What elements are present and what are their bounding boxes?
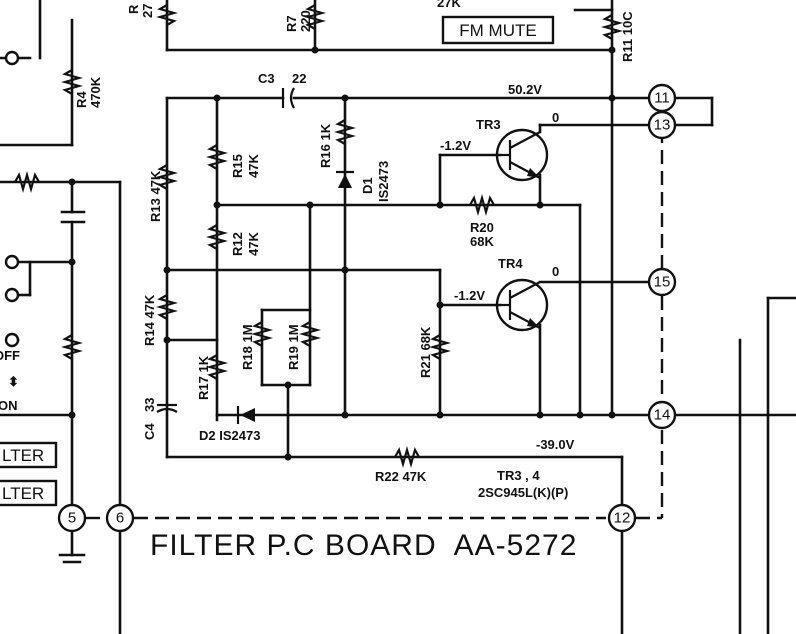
terminal-12: 12 <box>607 503 637 533</box>
svg-text:11: 11 <box>654 90 670 107</box>
r12-value: 47K <box>246 232 261 256</box>
d2-label: D2 IS2473 <box>199 428 260 443</box>
r15-value: 47K <box>246 154 261 178</box>
r11-label: R11 10C <box>620 11 635 62</box>
r7-name: R7 <box>284 15 299 32</box>
terminal-5: 5 <box>57 503 87 533</box>
left-wiring <box>0 18 122 564</box>
c3-name: C3 <box>258 71 275 86</box>
resistors <box>14 4 624 469</box>
r16-label: R16 1K <box>318 123 333 168</box>
tr4-collector-voltage: 0 <box>552 264 559 279</box>
capacitors <box>156 87 295 413</box>
c3-value: 22 <box>292 71 306 86</box>
r19-label: R19 1M <box>286 324 301 370</box>
left-filter-box-2: LTER <box>0 479 58 507</box>
left-filter-box-1: LTER <box>0 441 58 469</box>
r20-name: R20 <box>470 220 494 235</box>
svg-text:13: 13 <box>654 117 671 134</box>
terminal-13: 13 <box>647 110 677 140</box>
board-wiring <box>86 48 796 634</box>
transistor-tr4 <box>495 278 549 332</box>
svg-text:15: 15 <box>654 274 671 291</box>
r15-name: R15 <box>230 154 245 178</box>
tr3-label: TR3 <box>476 117 501 132</box>
r4-value: 470K <box>88 76 103 108</box>
transistor-type-line2: 2SC945L(K)(P) <box>478 485 568 500</box>
off-label: OFF <box>0 348 20 363</box>
negative-voltage: -39.0V <box>536 437 575 452</box>
terminal-6: 6 <box>105 503 135 533</box>
tr3-collector-voltage: 0 <box>552 110 559 125</box>
terminal-15: 15 <box>647 267 677 297</box>
tr3-base-voltage: -1.2V <box>440 138 471 153</box>
transistor-type-line1: TR3 , 4 <box>497 468 540 483</box>
d1-value: IS2473 <box>376 161 391 202</box>
switch-arrow-icon: ⬍ <box>8 374 19 389</box>
top-wiring <box>0 0 614 60</box>
svg-text:6: 6 <box>116 510 124 527</box>
svg-text:FM MUTE: FM MUTE <box>459 21 536 40</box>
svg-text:LTER: LTER <box>2 484 44 503</box>
r14-label: R14 47K <box>142 294 157 346</box>
r22-label: R22 47K <box>375 469 427 484</box>
r4-name: R4 <box>74 91 89 108</box>
junction-dots <box>68 46 616 461</box>
c4-value: 33 <box>142 398 157 412</box>
top-left-r-label: R <box>126 4 141 14</box>
r20-value: 68K <box>470 234 494 249</box>
transistor-tr3 <box>495 128 549 182</box>
tr4-label: TR4 <box>498 256 523 271</box>
left-switch-contacts <box>4 50 20 348</box>
board-title: FILTER P.C BOARD AA-5272 <box>150 529 577 562</box>
on-label: ON <box>0 398 18 413</box>
r21-label: R21 68K <box>418 326 433 378</box>
r18-label: R18 1M <box>240 324 255 370</box>
r7-value: 220 <box>298 10 313 32</box>
r12-name: R12 <box>230 232 245 256</box>
c4-name: C4 <box>142 423 157 440</box>
fm-mute-box: FM MUTE <box>441 15 555 45</box>
svg-text:LTER: LTER <box>2 446 44 465</box>
supply-voltage: 50.2V <box>508 82 542 97</box>
svg-text:12: 12 <box>614 510 631 527</box>
terminal-14: 14 <box>647 400 677 430</box>
svg-text:5: 5 <box>68 510 76 527</box>
top-left-27-label: 27 <box>140 4 155 18</box>
r17-label: R17 1K <box>196 355 211 400</box>
top-27k-label: 27K <box>437 0 461 10</box>
terminal-11: 11 <box>647 83 677 113</box>
d1-name: D1 <box>360 177 375 194</box>
svg-text:14: 14 <box>654 407 671 424</box>
tr4-base-voltage: -1.2V <box>454 288 485 303</box>
r13-label: R13 47K <box>148 170 163 222</box>
diodes <box>236 170 354 424</box>
